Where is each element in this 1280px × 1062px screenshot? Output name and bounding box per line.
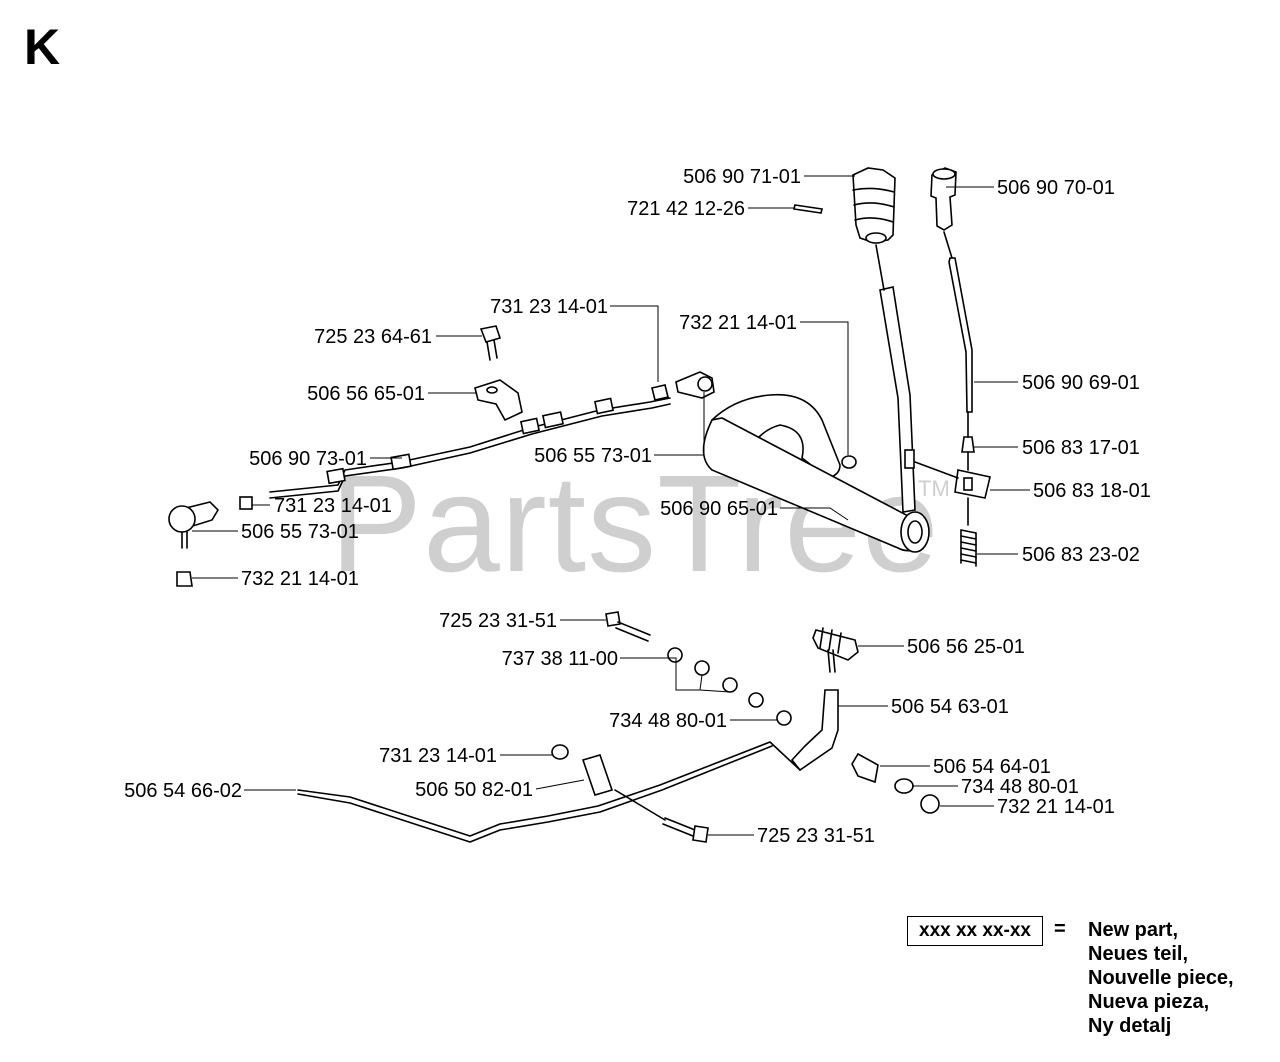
callout-506-83-18-01[interactable]: 506 83 18-01 — [1033, 480, 1151, 502]
callout-506-55-73-01-upper[interactable]: 506 55 73-01 — [534, 445, 652, 467]
clamp-screw — [479, 325, 502, 361]
new-part-code-box: xxx xx xx-xx — [907, 916, 1043, 946]
legend-line: Nouvelle piece, — [1088, 967, 1234, 989]
new-part-legend: New part, Neues teil, Nouvelle piece, Nu… — [1088, 918, 1234, 1038]
callout-725-23-64-61[interactable]: 725 23 64-61 — [314, 326, 432, 348]
callout-506-90-65-01[interactable]: 506 90 65-01 — [660, 498, 778, 520]
callout-732-21-14-01-left[interactable]: 732 21 14-01 — [241, 568, 359, 590]
legend-equals: = — [1054, 918, 1066, 940]
lever-shaft — [702, 393, 930, 553]
callout-506-83-17-01[interactable]: 506 83 17-01 — [1022, 437, 1140, 459]
callout-506-90-73-01[interactable]: 506 90 73-01 — [249, 448, 367, 470]
gear-lever-knob — [852, 167, 896, 244]
part-callouts: 506 90 71-01 721 42 12-26 506 90 70-01 7… — [124, 166, 1151, 847]
callout-506-56-25-01[interactable]: 506 56 25-01 — [907, 636, 1025, 658]
callout-506-55-73-01-left[interactable]: 506 55 73-01 — [241, 521, 359, 543]
callout-506-56-65-01[interactable]: 506 56 65-01 — [307, 383, 425, 405]
callout-737-38-11-00[interactable]: 737 38 11-00 — [502, 648, 618, 670]
legend-line: Neues teil, — [1088, 943, 1189, 965]
callout-734-48-80-01-lower[interactable]: 734 48 80-01 — [961, 776, 1079, 798]
callout-721-42-12-26[interactable]: 721 42 12-26 — [627, 198, 745, 220]
callout-506-54-63-01[interactable]: 506 54 63-01 — [891, 696, 1009, 718]
callout-731-23-14-01-left[interactable]: 731 23 14-01 — [274, 495, 392, 517]
legend-line: Nueva pieza, — [1088, 991, 1210, 1013]
callout-506-54-66-02[interactable]: 506 54 66-02 — [124, 780, 242, 802]
legend-line: New part, — [1088, 919, 1179, 941]
lower-rod — [297, 741, 801, 843]
bolt-and-washers — [605, 611, 792, 726]
callout-731-23-14-01-upper[interactable]: 731 23 14-01 — [490, 296, 608, 318]
callout-734-48-80-01-upper[interactable]: 734 48 80-01 — [609, 710, 727, 732]
spacer — [961, 436, 975, 453]
callout-506-83-23-02[interactable]: 506 83 23-02 — [1022, 544, 1140, 566]
callout-731-23-14-01-lower[interactable]: 731 23 14-01 — [379, 745, 497, 767]
callout-506-90-71-01[interactable]: 506 90 71-01 — [683, 166, 801, 188]
trademark-mark: TM — [918, 476, 950, 501]
pedal-arm — [790, 689, 839, 772]
callout-732-21-14-01-upper[interactable]: 732 21 14-01 — [679, 312, 797, 334]
left-ball-joint — [168, 496, 253, 587]
lower-bracket — [551, 744, 614, 796]
sheet-letter: K — [24, 19, 61, 75]
right-lever-cap — [930, 167, 957, 231]
lower-bolt — [614, 789, 709, 843]
callout-506-54-64-01[interactable]: 506 54 64-01 — [933, 756, 1051, 778]
callout-732-21-14-01-lower[interactable]: 732 21 14-01 — [997, 796, 1115, 818]
bushing — [851, 752, 940, 814]
pedal — [812, 627, 859, 673]
callout-506-90-70-01[interactable]: 506 90 70-01 — [997, 177, 1115, 199]
right-lever-rod — [943, 231, 973, 413]
callout-725-23-31-51-lower[interactable]: 725 23 31-51 — [757, 825, 875, 847]
lever-rod — [875, 244, 916, 513]
leader-lines — [192, 175, 1030, 836]
callout-725-23-31-51-upper[interactable]: 725 23 31-51 — [439, 610, 557, 632]
roll-pin — [793, 204, 823, 214]
spring — [960, 529, 977, 567]
legend-line: Ny detalj — [1088, 1015, 1172, 1037]
callout-506-90-69-01[interactable]: 506 90 69-01 — [1022, 372, 1140, 394]
plate — [914, 411, 991, 526]
callout-506-50-82-01[interactable]: 506 50 82-01 — [415, 779, 533, 801]
cable-clamp — [474, 379, 523, 422]
